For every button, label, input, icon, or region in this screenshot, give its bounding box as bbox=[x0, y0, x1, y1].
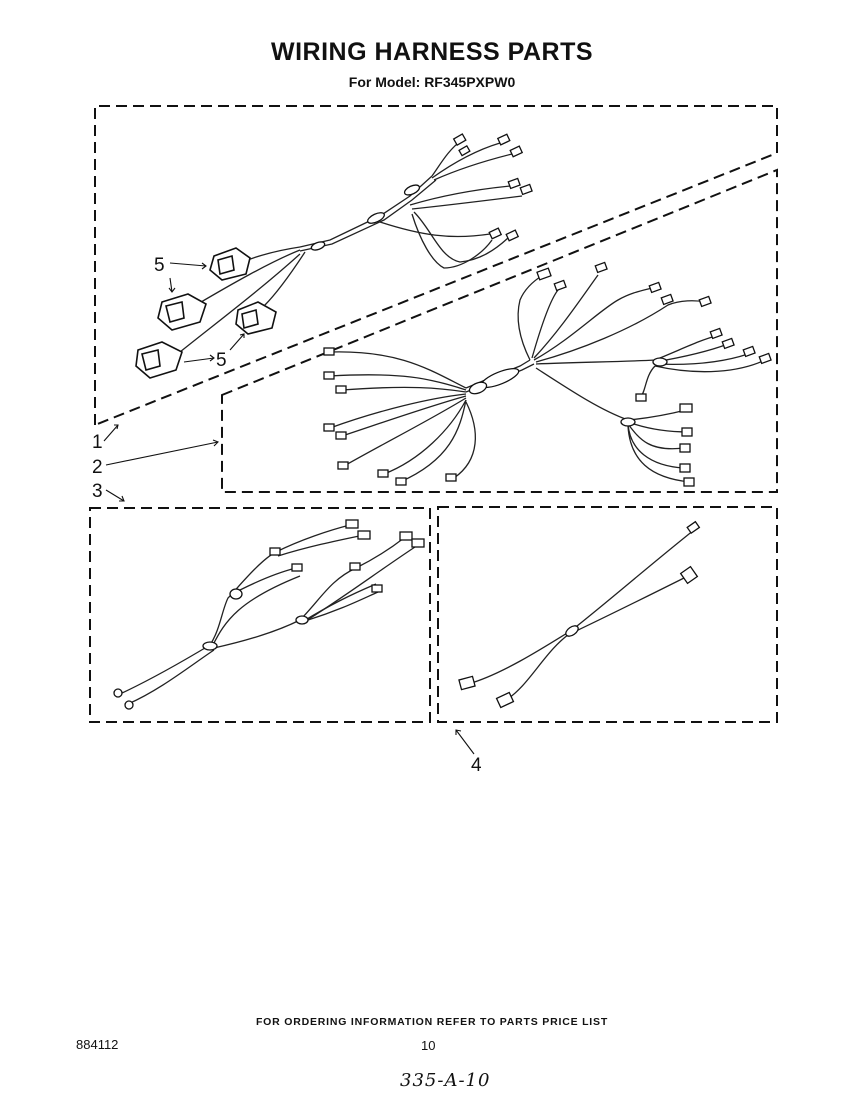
callout-3: 3 bbox=[92, 481, 103, 502]
connector-a bbox=[209, 247, 251, 281]
page-title: WIRING HARNESS PARTS bbox=[270, 38, 594, 66]
model-subtitle: For Model: RF345PXPW0 bbox=[348, 74, 516, 90]
callout-1: 1 bbox=[92, 432, 103, 453]
callout-2: 2 bbox=[92, 457, 103, 478]
connector-c bbox=[235, 301, 277, 335]
callout-5-lower: 5 bbox=[216, 350, 227, 371]
document-number: 884112 bbox=[76, 1037, 119, 1052]
callout-leaders bbox=[103, 262, 475, 755]
callout-5-upper: 5 bbox=[154, 255, 165, 276]
harness-3 bbox=[113, 519, 425, 710]
callout-4: 4 bbox=[471, 755, 482, 776]
handwritten-reference: 335-A-10 bbox=[400, 1070, 491, 1091]
connector-b bbox=[157, 293, 207, 331]
harness-3-outline bbox=[89, 507, 431, 723]
connector-d bbox=[135, 341, 183, 379]
page-number: 10 bbox=[421, 1038, 436, 1053]
harness-4 bbox=[458, 520, 701, 709]
harness-4-outline bbox=[437, 506, 778, 723]
harness-2 bbox=[323, 261, 772, 487]
harness-1-outline bbox=[94, 105, 778, 427]
harness-2-outline bbox=[221, 168, 778, 493]
ordering-note: FOR ORDERING INFORMATION REFER TO PARTS … bbox=[255, 1016, 609, 1028]
harness-1 bbox=[135, 133, 533, 379]
